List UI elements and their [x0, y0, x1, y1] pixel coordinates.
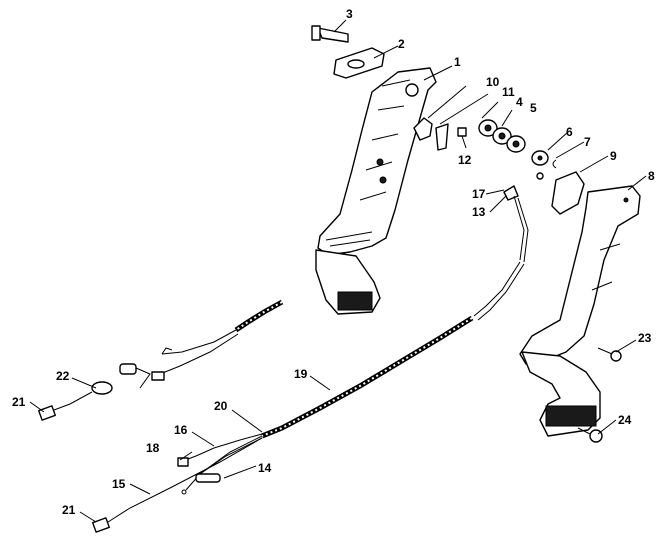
switch-9 — [536, 171, 585, 215]
callout-12: 12 — [458, 153, 472, 167]
callout-4: 4 — [516, 95, 523, 109]
callout-11: 11 — [502, 85, 515, 99]
callout-1: 1 — [454, 55, 461, 69]
wire-22-21-upper — [38, 381, 113, 421]
callout-13: 13 — [472, 205, 486, 219]
screw-23 — [597, 347, 622, 362]
callout-labels: 3 2 1 10 11 4 5 6 7 9 8 12 17 13 19 20 1… — [12, 7, 655, 517]
callout-9: 9 — [610, 149, 617, 163]
callout-18: 18 — [146, 441, 160, 455]
callout-2: 2 — [398, 37, 405, 51]
screw-3 — [311, 25, 349, 43]
callout-17: 17 — [472, 187, 486, 201]
callout-21-lower: 21 — [62, 503, 76, 517]
callout-22: 22 — [56, 369, 70, 383]
trigger-10 — [413, 117, 433, 141]
callout-19: 19 — [294, 367, 308, 381]
throttle-parts-13-17 — [503, 185, 529, 263]
callout-14: 14 — [258, 461, 272, 475]
handle-housing-left — [315, 67, 437, 315]
callout-21-upper: 21 — [12, 395, 26, 409]
wires-14-16-20 — [177, 433, 263, 495]
callout-3: 3 — [346, 7, 353, 21]
callout-16: 16 — [174, 423, 188, 437]
leader-lines — [29, 19, 647, 523]
callout-7: 7 — [584, 135, 591, 149]
callout-23: 23 — [638, 331, 652, 345]
screw-12 — [457, 127, 467, 137]
callout-10: 10 — [486, 75, 500, 89]
callout-24: 24 — [618, 413, 632, 427]
callout-20: 20 — [214, 399, 228, 413]
wire-15-21 — [92, 437, 263, 533]
callout-15: 15 — [112, 477, 126, 491]
callout-8: 8 — [648, 169, 655, 183]
spiral-cable-upper — [119, 299, 284, 389]
clip-7 — [552, 159, 557, 169]
lever-11 — [435, 123, 449, 151]
cable-harness-19 — [261, 261, 525, 439]
callout-5: 5 — [530, 101, 537, 115]
handle-housing-right — [519, 185, 641, 437]
cover-plate-2 — [333, 47, 385, 79]
callout-6: 6 — [566, 125, 573, 139]
washers-4-5-6 — [478, 119, 549, 166]
screw-24 — [577, 427, 603, 443]
